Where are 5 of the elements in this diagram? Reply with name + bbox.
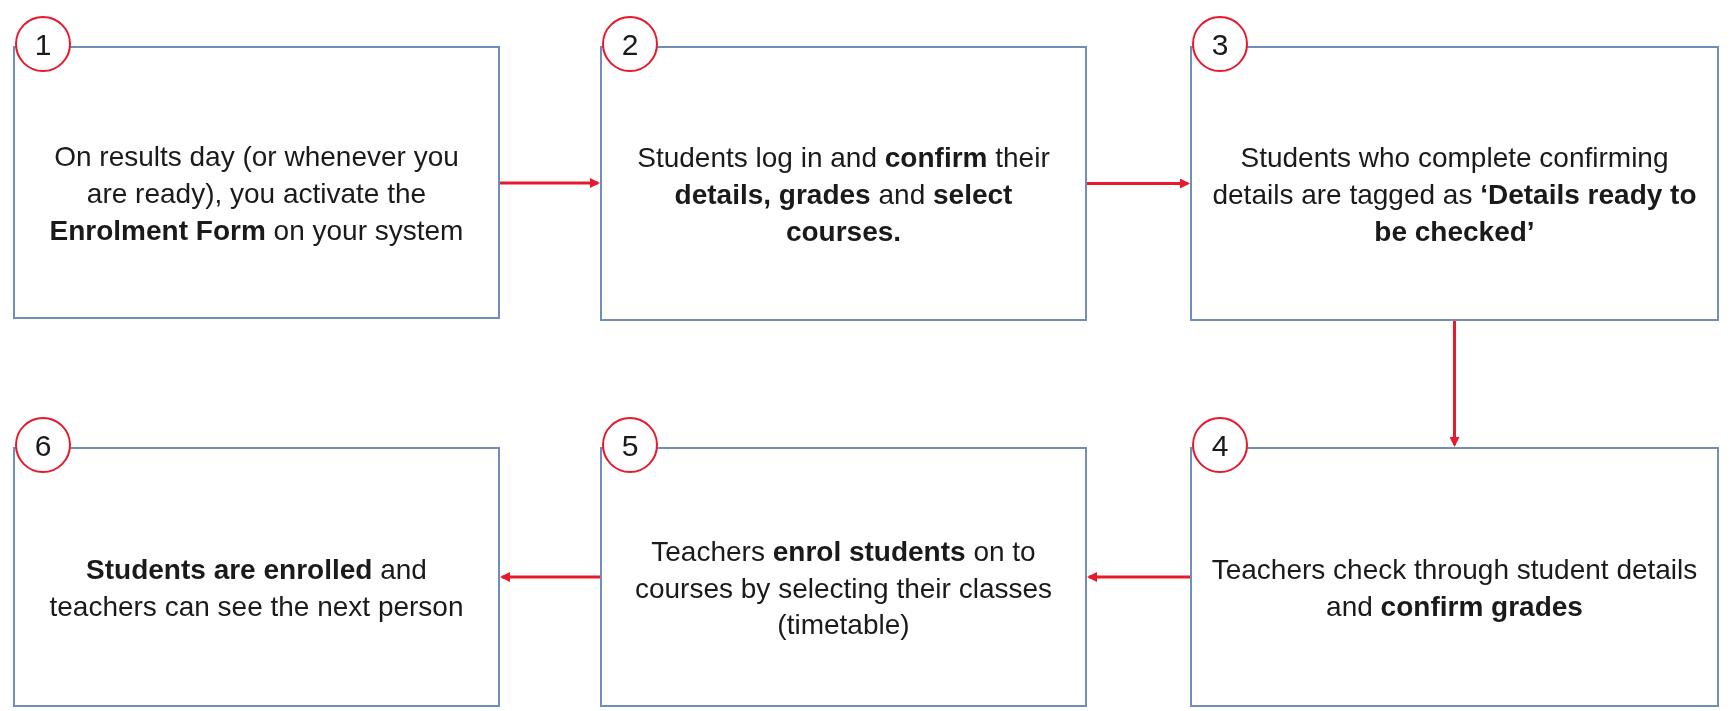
arrow — [1449, 321, 1460, 447]
arrow — [500, 178, 600, 188]
arrow — [500, 572, 600, 582]
arrow — [1087, 178, 1190, 189]
arrow — [1087, 572, 1190, 582]
